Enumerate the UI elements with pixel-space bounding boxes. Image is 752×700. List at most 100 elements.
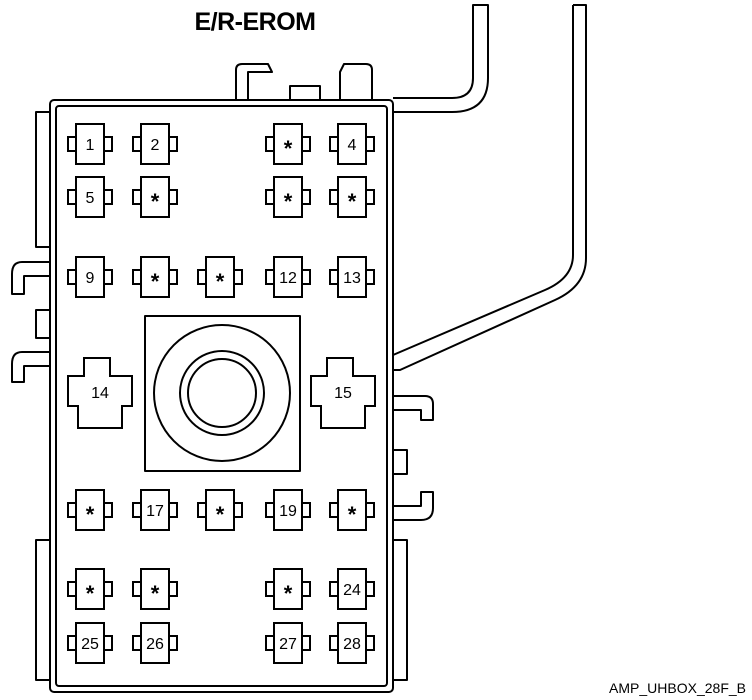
fuse-slot-label: * bbox=[216, 502, 225, 527]
fuse-slot-label: * bbox=[86, 502, 95, 527]
fuse-slot-20: * bbox=[329, 489, 375, 531]
fuse-slot-body bbox=[75, 256, 105, 298]
fuse-slot-body bbox=[75, 123, 105, 165]
center-connector-mid-ring bbox=[179, 350, 265, 436]
fuse-slot-label: * bbox=[284, 581, 293, 606]
fuse-slot-terminal-left bbox=[67, 136, 77, 152]
relay-label: 14 bbox=[91, 385, 109, 402]
fuse-slot-body bbox=[140, 568, 170, 610]
fuse-slot-body bbox=[337, 489, 367, 531]
fuse-slot-22: * bbox=[132, 568, 178, 610]
fuse-slot-24: 24 bbox=[329, 568, 375, 610]
relay-15: 15 bbox=[310, 357, 376, 429]
fuse-slot-terminal-right bbox=[103, 189, 113, 205]
fuse-slot-terminal-left bbox=[132, 581, 142, 597]
fuse-slot-7: * bbox=[265, 176, 311, 218]
fuse-slot-label: 4 bbox=[348, 137, 357, 154]
fuse-slot-terminal-left bbox=[265, 136, 275, 152]
fuse-slot-terminal-right bbox=[103, 136, 113, 152]
fuse-slot-body bbox=[205, 256, 235, 298]
fuse-slot-6: * bbox=[132, 176, 178, 218]
relay-label: 15 bbox=[334, 385, 352, 402]
fuse-slot-body bbox=[140, 622, 170, 664]
fuse-slot-terminal-left bbox=[329, 269, 339, 285]
fuse-slot-terminal-right bbox=[168, 136, 178, 152]
fuse-slot-terminal-right bbox=[103, 269, 113, 285]
fuse-slot-body bbox=[273, 256, 303, 298]
fuse-slot-terminal-left bbox=[67, 502, 77, 518]
fuse-slot-13: 13 bbox=[329, 256, 375, 298]
diagram-caption: AMP_UHBOX_28F_B bbox=[609, 680, 746, 696]
fuse-slot-terminal-left bbox=[132, 502, 142, 518]
top-latch-right bbox=[339, 63, 373, 100]
fuse-slot-label: 19 bbox=[279, 503, 297, 520]
relay-socket-outline bbox=[310, 357, 376, 429]
fuse-slot-terminal-left bbox=[329, 189, 339, 205]
top-latch-left bbox=[235, 63, 273, 100]
fuse-slot-terminal-left bbox=[197, 269, 207, 285]
fuse-slot-terminal-left bbox=[265, 502, 275, 518]
fuse-slot-terminal-left bbox=[132, 635, 142, 651]
fuse-slot-2: 2 bbox=[132, 123, 178, 165]
relay-14: 14 bbox=[67, 357, 133, 429]
right-latch-lower bbox=[393, 491, 434, 521]
fuse-slot-label: * bbox=[151, 581, 160, 606]
fuse-slot-11: * bbox=[197, 256, 243, 298]
fuse-slot-body bbox=[273, 489, 303, 531]
fuse-slot-terminal-left bbox=[132, 269, 142, 285]
fuse-slot-terminal-right bbox=[365, 635, 375, 651]
fuse-slot-body bbox=[273, 123, 303, 165]
fuse-slot-terminal-left bbox=[265, 635, 275, 651]
left-latch-lower bbox=[11, 351, 50, 383]
fuse-slot-12: 12 bbox=[265, 256, 311, 298]
fuse-slot-body bbox=[140, 256, 170, 298]
fuse-slot-label: 27 bbox=[279, 636, 297, 653]
fuse-slot-9: 9 bbox=[67, 256, 113, 298]
relay-socket-outline bbox=[67, 357, 133, 429]
fuse-slot-terminal-left bbox=[329, 136, 339, 152]
center-connector-outer-ring bbox=[153, 324, 291, 462]
fuse-slot-terminal-right bbox=[301, 189, 311, 205]
fuse-slot-terminal-right bbox=[365, 136, 375, 152]
right-latch-upper bbox=[393, 395, 434, 421]
fuse-slot-10: * bbox=[132, 256, 178, 298]
fuse-slot-terminal-left bbox=[329, 502, 339, 518]
fuse-slot-label: 1 bbox=[86, 137, 95, 154]
fuse-slot-17: 17 bbox=[132, 489, 178, 531]
fuse-slot-label: 5 bbox=[86, 190, 95, 207]
fuse-slot-label: * bbox=[284, 136, 293, 161]
fuse-box-inner-border bbox=[55, 105, 388, 687]
fuse-slot-1: 1 bbox=[67, 123, 113, 165]
fuse-slot-label: 17 bbox=[146, 503, 164, 520]
left-tab-mid bbox=[35, 309, 51, 339]
fuse-slot-18: * bbox=[197, 489, 243, 531]
fuse-slot-body bbox=[337, 256, 367, 298]
fuse-slot-terminal-left bbox=[329, 581, 339, 597]
fuse-slot-body bbox=[75, 489, 105, 531]
fuse-slot-terminal-right bbox=[365, 581, 375, 597]
fuse-slot-terminal-right bbox=[168, 189, 178, 205]
fuse-slot-terminal-left bbox=[67, 189, 77, 205]
fuse-slot-body bbox=[273, 568, 303, 610]
fuse-slot-terminal-right bbox=[233, 502, 243, 518]
right-rail-lower bbox=[392, 539, 408, 681]
top-tab-center bbox=[289, 85, 321, 101]
fuse-slot-terminal-right bbox=[365, 189, 375, 205]
fuse-slot-label: * bbox=[348, 189, 357, 214]
fuse-slot-body bbox=[337, 622, 367, 664]
fuse-slot-5: 5 bbox=[67, 176, 113, 218]
fuse-slot-terminal-left bbox=[265, 581, 275, 597]
fuse-slot-19: 19 bbox=[265, 489, 311, 531]
fuse-slot-body bbox=[337, 568, 367, 610]
left-rail-upper bbox=[35, 111, 51, 248]
fuse-slot-terminal-left bbox=[132, 189, 142, 205]
fuse-slot-terminal-left bbox=[329, 635, 339, 651]
fuse-slot-body bbox=[75, 176, 105, 218]
center-connector-inner-ring bbox=[187, 358, 257, 428]
fuse-slot-label: 9 bbox=[86, 270, 95, 287]
fuse-slot-terminal-right bbox=[168, 635, 178, 651]
fuse-slot-body bbox=[205, 489, 235, 531]
fuse-slot-body bbox=[337, 123, 367, 165]
fuse-slot-terminal-right bbox=[168, 502, 178, 518]
